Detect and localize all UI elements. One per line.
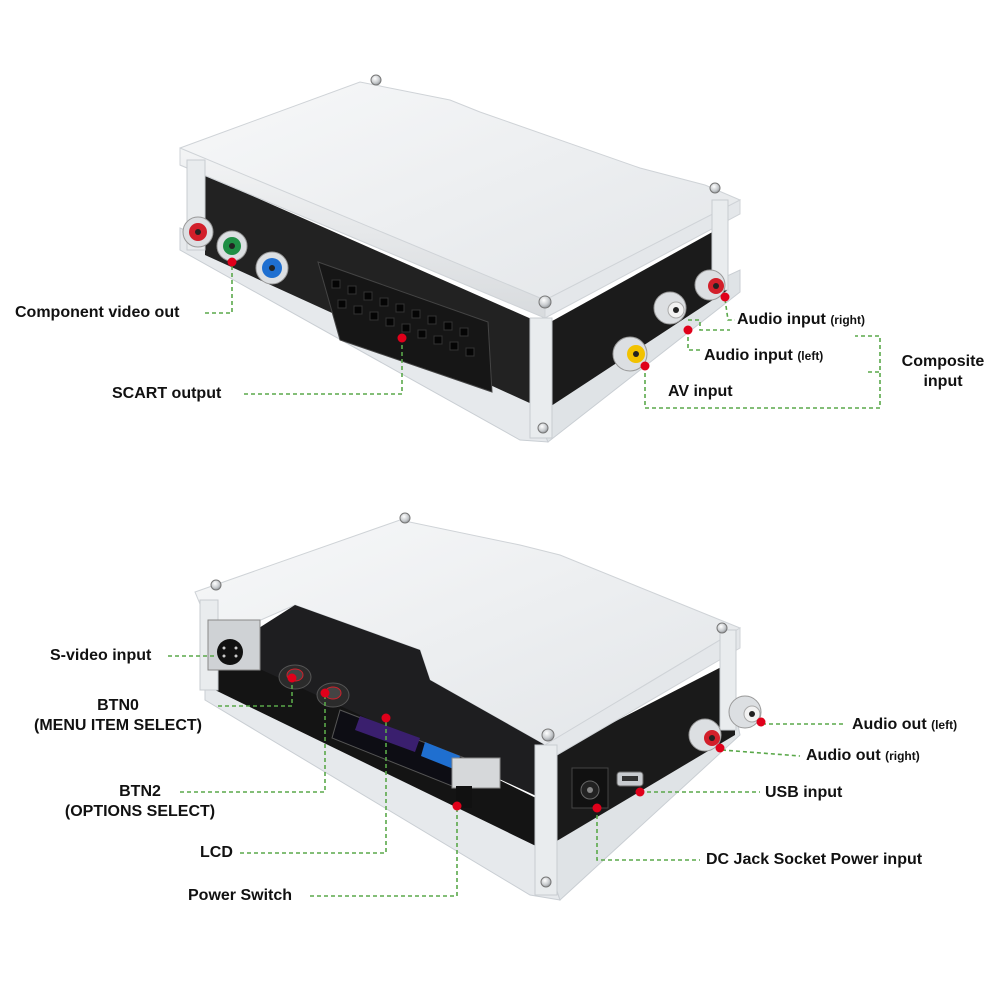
label-btn2-line1: BTN2: [119, 783, 161, 800]
label-audio-out-left-text: Audio out: [852, 716, 927, 733]
rca-jack-white: [653, 291, 687, 325]
label-av-input: AV input: [668, 383, 733, 400]
label-dc-jack: DC Jack Socket Power input: [706, 851, 923, 868]
label-audio-input-left-text: Audio input: [704, 347, 793, 364]
rca-jack-blue: [255, 251, 289, 285]
callout-marker-dot: [227, 257, 237, 267]
callout-marker-dot: [715, 743, 725, 753]
callout-marker-dot: [397, 333, 407, 343]
screw: [538, 295, 552, 309]
label-composite-input-line1: Composite: [901, 353, 985, 370]
screw: [370, 74, 382, 86]
bottom-markers: [287, 673, 766, 813]
label-btn2: BTN2 (OPTIONS SELECT): [60, 782, 220, 822]
label-lcd: LCD: [200, 844, 233, 861]
label-audio-input-right-note: (right): [830, 313, 865, 327]
rca-jack-red-out: [688, 718, 722, 752]
bottom-device: [194, 512, 762, 901]
rca-jack-yellow: [612, 336, 648, 372]
label-audio-input-left-note: (left): [797, 349, 824, 363]
scart-connector: [317, 261, 493, 393]
label-audio-input-right-text: Audio input: [737, 311, 826, 328]
rca-jack-white-out: [728, 695, 762, 729]
callout-marker-dot: [635, 787, 645, 797]
label-audio-out-left-note: (left): [931, 718, 958, 732]
label-audio-out-right: Audio out (right): [806, 746, 920, 766]
label-btn0: BTN0 (MENU ITEM SELECT): [18, 696, 218, 736]
label-component-video-out: Component video out: [15, 304, 180, 321]
rca-jack-red-right: [694, 269, 726, 301]
screw: [399, 512, 411, 524]
dc-jack: [571, 767, 609, 809]
slide-switch: [451, 757, 501, 808]
right-board-side: [545, 225, 728, 408]
callout-marker-dot: [720, 292, 730, 302]
rca-jack-green: [216, 230, 248, 262]
screw: [541, 728, 555, 742]
label-btn2-line2: (OPTIONS SELECT): [64, 803, 216, 820]
bottom-leader-lines: [168, 655, 845, 897]
label-scart-output: SCART output: [112, 385, 222, 402]
svideo-port: [207, 619, 261, 671]
callout-marker-dot: [381, 713, 391, 723]
callout-marker-dot: [683, 325, 693, 335]
screw: [709, 182, 721, 194]
label-composite-input-line2: input: [923, 373, 963, 390]
screw: [210, 579, 222, 591]
rca-jack-red: [182, 216, 214, 248]
label-btn0-line2: (MENU ITEM SELECT): [34, 717, 202, 734]
callout-marker-dot: [592, 803, 602, 813]
callout-marker-dot: [640, 361, 650, 371]
screw: [716, 622, 728, 634]
top-leader-lines: [205, 262, 881, 409]
callout-marker-dot: [287, 673, 297, 683]
label-audio-out-right-note: (right): [885, 749, 920, 763]
exposed-pcb: [240, 605, 545, 800]
screw: [537, 422, 549, 434]
label-usb-input: USB input: [765, 784, 843, 801]
screw: [540, 876, 552, 888]
label-audio-input-right: Audio input (right): [737, 310, 865, 330]
lcd-screen: [331, 709, 471, 791]
label-power-switch: Power Switch: [188, 887, 293, 904]
label-audio-out-left: Audio out (left): [852, 715, 957, 735]
top-markers: [227, 257, 730, 371]
label-svideo-input: S-video input: [50, 647, 152, 664]
callout-marker-dot: [452, 801, 462, 811]
label-composite-input: Composite input: [888, 352, 998, 392]
label-audio-out-right-text: Audio out: [806, 747, 881, 764]
usb-port: [616, 771, 644, 787]
top-device: [179, 74, 742, 443]
callout-marker-dot: [756, 717, 766, 727]
label-btn0-line1: BTN0: [97, 697, 139, 714]
callout-marker-dot: [320, 688, 330, 698]
label-audio-input-left: Audio input (left): [704, 346, 823, 366]
